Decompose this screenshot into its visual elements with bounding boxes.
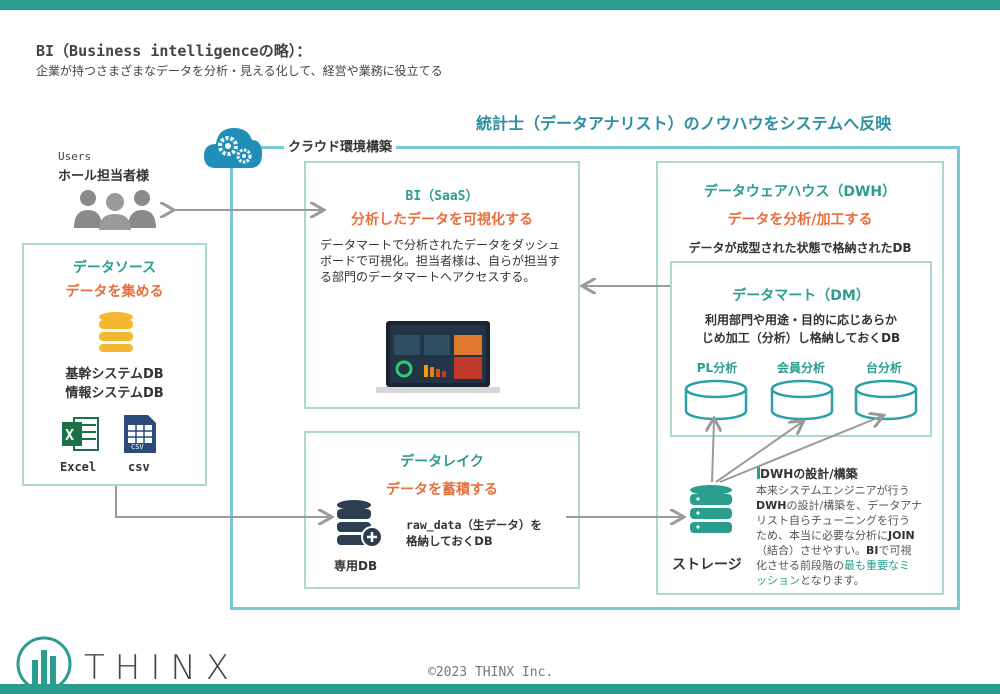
csv-icon-label: CSV — [131, 443, 144, 451]
storage-label: ストレージ — [672, 557, 742, 573]
datasource-box: データソース データを集める 基幹システムDB 情報システムDB X CSV E… — [22, 243, 207, 486]
bi-box: BI（SaaS） 分析したデータを可視化する データマートで分析されたデータをダ… — [304, 161, 580, 409]
datamart-box: データマート（DM） 利用部門や用途・目的に応じあらか じめ加工（分析）し格納し… — [670, 261, 932, 437]
datamart-db-machine: 台分析 — [865, 361, 902, 375]
bottom-bar — [0, 684, 1000, 694]
datalake-title: データレイク — [400, 454, 484, 470]
banner-text: 統計士（データアナリスト）のノウハウをシステムへ反映 — [476, 114, 892, 133]
datamart-db-pl: PL分析 — [696, 361, 738, 375]
dashboard-laptop-icon — [376, 321, 500, 393]
users-name: ホール担当者様 — [58, 169, 150, 184]
csv-file-icon: CSV — [122, 413, 158, 455]
database-icon — [99, 312, 133, 352]
bi-title: BI（SaaS） — [405, 189, 479, 204]
cloud-environment-box — [230, 146, 960, 610]
users-caption: Users — [58, 150, 92, 163]
copyright: ©2023 THINX Inc. — [428, 665, 554, 680]
users-icon — [74, 190, 156, 230]
datalake-body-line1: raw_data（生データ）を — [406, 518, 542, 532]
cloud-gear-icon — [204, 128, 262, 168]
excel-label: Excel — [60, 460, 97, 474]
storage-icon — [690, 485, 732, 533]
excel-icon-letter: X — [65, 426, 75, 444]
dwh-title: データウェアハウス（DWH） — [703, 184, 897, 200]
page-title: BI（Business intelligenceの略）： — [36, 42, 312, 60]
datamart-body-line2: じめ加工（分析）し格納しておくDB — [701, 331, 901, 345]
cloud-environment-label: クラウド環境構築 — [284, 136, 397, 155]
datamart-body-line1: 利用部門や用途・目的に応じあらか — [704, 313, 897, 327]
page-subtitle: 企業が持つさまざまなデータを分析・見える化して、経営や業務に役立てる — [36, 64, 443, 78]
datamart-cylinders — [684, 379, 918, 421]
datasource-db1: 基幹システムDB — [65, 367, 164, 382]
bi-body: データマートで分析されたデータをダッシュボードで可視化。担当者様は、自らが担当す… — [320, 238, 561, 284]
thinx-logo-text: THINX — [84, 648, 240, 688]
datalake-box: データレイク データを蓄積する 専用DB raw_data（生データ）を 格納し… — [304, 431, 580, 589]
datamart-db-member: 会員分析 — [776, 361, 825, 375]
datamart-title: データマート（DM） — [732, 288, 870, 304]
csv-label: csv — [128, 460, 150, 474]
dwh-body: データが成型された状態で格納されたDB — [688, 241, 912, 255]
datasource-db2: 情報システムDB — [65, 386, 164, 401]
excel-icon: X — [62, 415, 100, 453]
dwh-subtitle: データを分析/加工する — [727, 212, 873, 228]
datalake-subtitle: データを蓄積する — [386, 482, 498, 498]
datalake-db-label: 専用DB — [334, 559, 378, 573]
datasource-subtitle: データを集める — [65, 284, 164, 300]
top-bar — [0, 0, 1000, 10]
database-add-icon — [337, 500, 383, 548]
datalake-body-line2: 格納しておくDB — [406, 534, 493, 548]
bi-subtitle: 分析したデータを可視化する — [351, 212, 533, 228]
datasource-title: データソース — [72, 260, 157, 276]
note-title: DWHの設計/構築 — [760, 467, 858, 481]
